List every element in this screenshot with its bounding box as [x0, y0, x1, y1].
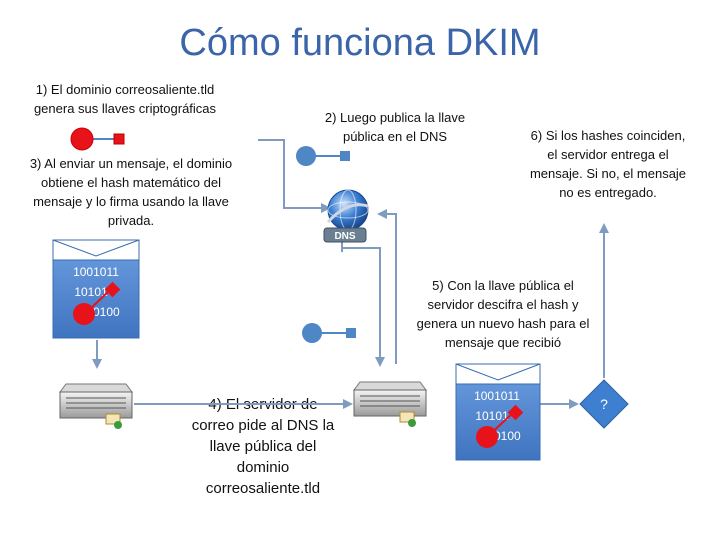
step-3-line: mensaje y lo firma usando la llave: [33, 194, 229, 209]
message-binary-line: 10101: [475, 409, 509, 423]
signature-icon: [476, 426, 498, 448]
sender-server-icon: [59, 383, 133, 429]
step-6-text: 6) Si los hashes coinciden, el servidor …: [508, 126, 708, 202]
step-6-line: no es entregado.: [559, 185, 657, 200]
step-2-line: 2) Luego publica la llave: [324, 110, 466, 125]
step-3-line: obtiene el hash matemático del: [41, 175, 221, 190]
dns-label: DNS: [334, 231, 355, 242]
decision-label: ?: [600, 396, 608, 412]
received-signed-message: 1001011 10101 00100: [455, 363, 541, 461]
step-6-line: 6) Si los hashes coinciden,: [530, 128, 686, 143]
arrow-dns-down-to-receiver: [342, 247, 385, 367]
step-6-line: mensaje. Si no, el mensaje: [529, 166, 687, 181]
step-1-line: genera sus llaves criptográficas: [33, 101, 217, 116]
step-5-line: servidor descifra el hash y: [427, 297, 579, 312]
step-2-text: 2) Luego publica la llave pública en el …: [300, 108, 490, 146]
step-3-line: privada.: [107, 213, 155, 228]
message-binary-line: 1001011: [73, 265, 119, 279]
step-4-text: 4) El servidor de correo pide al DNS la …: [172, 394, 354, 499]
public-key-icon: [296, 146, 350, 166]
sender-signed-message: 1001011 10101 00100: [52, 239, 140, 339]
step-5-text: 5) Con la llave pública el servidor desc…: [392, 276, 614, 352]
receiver-server-icon: [353, 381, 427, 427]
step-5-line: 5) Con la llave pública el: [432, 278, 574, 293]
step-4-line: dominio: [236, 459, 290, 476]
page-title: Cómo funciona DKIM: [179, 22, 541, 64]
mail-envelope-icon: [105, 413, 121, 425]
mail-envelope-icon: [399, 411, 415, 423]
step-1-line: 1) El dominio correosaliente.tld: [35, 82, 215, 97]
step-5-line: mensaje que recibió: [444, 335, 562, 350]
public-key-icon: [302, 323, 356, 343]
step-1-text: 1) El dominio correosaliente.tld genera …: [0, 80, 250, 118]
step-3-line: 3) Al enviar un mensaje, el dominio: [29, 156, 233, 171]
dns-globe-icon: DNS: [323, 189, 369, 243]
arrow-receiver-query-dns: [377, 209, 397, 364]
step-6-line: el servidor entrega el: [547, 147, 669, 162]
decision-diamond: ?: [579, 379, 629, 429]
step-4-line: correo pide al DNS la: [191, 417, 335, 434]
private-key-icon: [70, 127, 125, 151]
step-5-line: genera un nuevo hash para el: [416, 316, 590, 331]
connector-arrows: [92, 139, 609, 409]
signature-icon: [73, 303, 95, 325]
step-4-line: correosaliente.tld: [205, 480, 321, 497]
arrow-private-key-to-dns: [258, 139, 331, 213]
message-binary-line: 1001011: [474, 389, 520, 403]
step-3-text: 3) Al enviar un mensaje, el dominio obti…: [0, 154, 262, 230]
step-2-line: pública en el DNS: [342, 129, 448, 144]
step-4-line: llave pública del: [209, 438, 317, 455]
message-binary-line: 10101: [74, 285, 108, 299]
